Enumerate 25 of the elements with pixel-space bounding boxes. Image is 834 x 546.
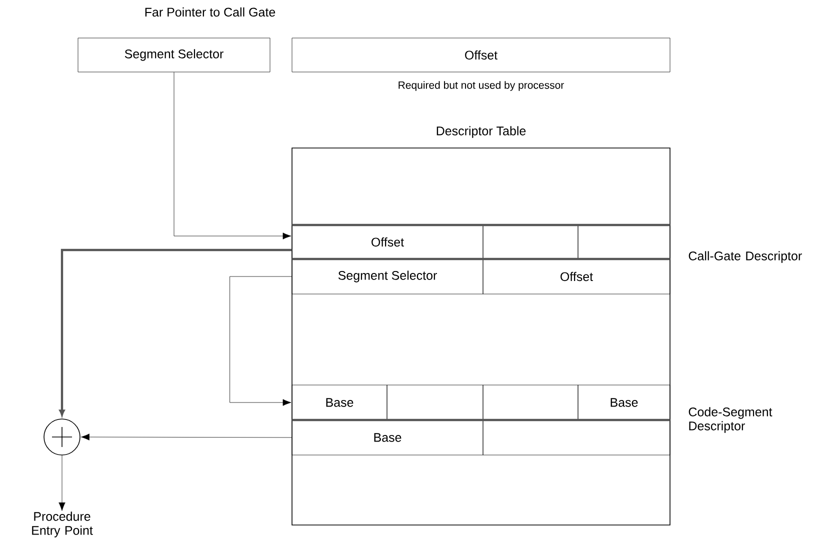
arrow (174, 72, 292, 240)
table-cell (482, 420, 670, 456)
selector-box: Segment Selector (78, 38, 270, 72)
arrow (230, 276, 292, 406)
table-cell (386, 384, 484, 420)
arrow (58, 455, 66, 511)
table-cell: Segment Selector (292, 258, 484, 294)
title: Far Pointer to Call Gate (145, 7, 276, 17)
table-cell: Offset (482, 258, 670, 294)
table-heading: Descriptor Table (436, 126, 526, 138)
arrow (59, 248, 292, 416)
table-cell: Base (578, 384, 670, 420)
table-cell (482, 384, 578, 420)
table-cell: Offset (292, 224, 484, 260)
output-label: Procedure Entry Point (32, 512, 93, 538)
descriptor-label: Call-Gate Descriptor (688, 251, 802, 263)
table-cell: Base (292, 384, 388, 420)
table-cell: Base (292, 420, 484, 456)
note: Required but not used by processor (398, 81, 564, 91)
table-cell (578, 224, 670, 260)
descriptor-table (292, 126, 670, 526)
offset-box: Offset Required but not used by processor (292, 38, 670, 91)
descriptor-label: Code-Segment Descriptor (688, 407, 772, 433)
adder-circle (44, 418, 80, 456)
arrow (81, 434, 292, 440)
